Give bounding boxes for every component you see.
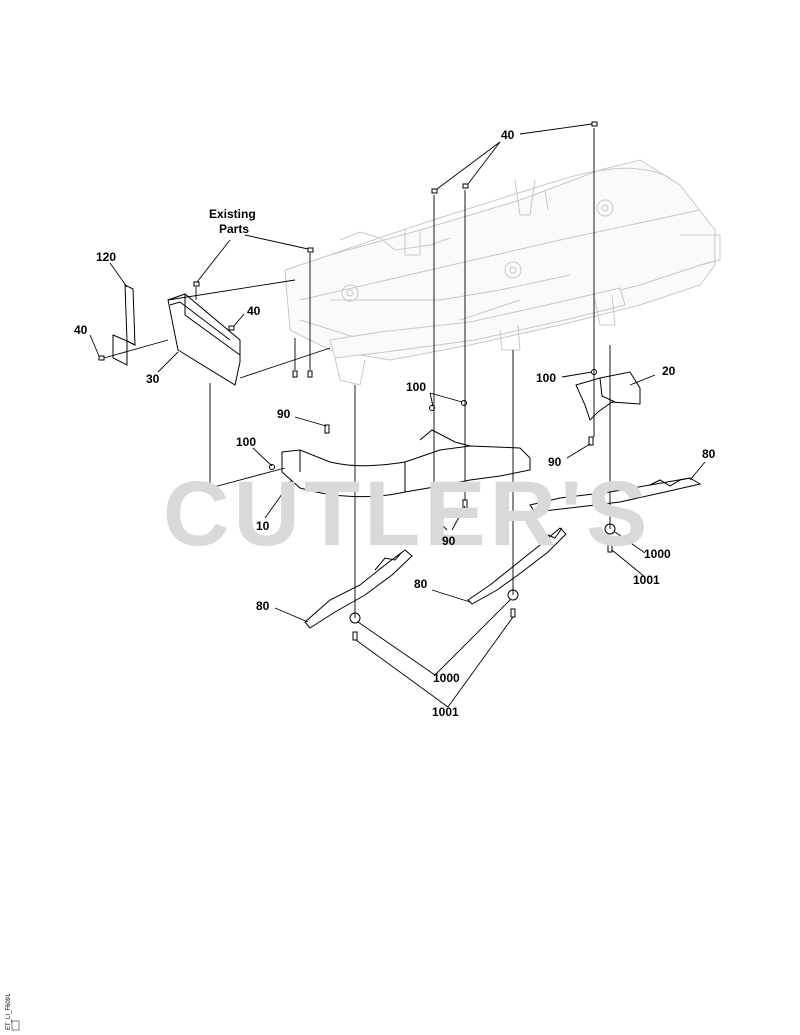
- callout-90-center: 90: [442, 534, 456, 548]
- hardware: [98, 121, 616, 641]
- callout-30: 30: [146, 372, 160, 386]
- callout-1001-bottom: 1001: [432, 705, 459, 719]
- watermark: CUTLER'S: [163, 463, 651, 565]
- callout-100-left: 100: [236, 435, 256, 449]
- leader-lines: [89, 123, 706, 708]
- callout-90-upper: 90: [277, 407, 291, 421]
- plate-30: [167, 293, 241, 386]
- callout-1001-right: 1001: [633, 573, 660, 587]
- callout-1000-bottom: 1000: [433, 671, 460, 685]
- callouts: Existing Parts 120 40 40 40 30 90 100 10…: [74, 128, 716, 719]
- callout-80-right: 80: [702, 447, 716, 461]
- callout-80-center: 80: [414, 577, 428, 591]
- blade-80-left: [304, 549, 413, 629]
- document-id: ET_LI_F6091: [6, 993, 12, 1030]
- baffle-10: [281, 429, 531, 498]
- callout-10: 10: [256, 519, 270, 533]
- blade-80-right: [529, 477, 702, 513]
- baffle-20: [575, 371, 641, 421]
- callout-40-center: 40: [247, 304, 261, 318]
- callout-existing-parts-line1: Existing: [209, 207, 256, 221]
- callout-100-right: 100: [536, 371, 556, 385]
- callout-1000-right: 1000: [644, 547, 671, 561]
- document-id-box: [11, 1020, 20, 1031]
- callout-90-right: 90: [548, 455, 562, 469]
- callout-40-top: 40: [501, 128, 515, 142]
- callout-40-left: 40: [74, 323, 88, 337]
- callout-20: 20: [662, 364, 676, 378]
- callout-100-center: 100: [406, 380, 426, 394]
- callout-80-left: 80: [256, 599, 270, 613]
- callout-existing-parts-line2: Parts: [219, 222, 249, 236]
- bracket-120: [112, 284, 136, 366]
- blade-80-center: [467, 527, 567, 605]
- callout-120: 120: [96, 250, 116, 264]
- mower-deck-existing: [284, 159, 721, 386]
